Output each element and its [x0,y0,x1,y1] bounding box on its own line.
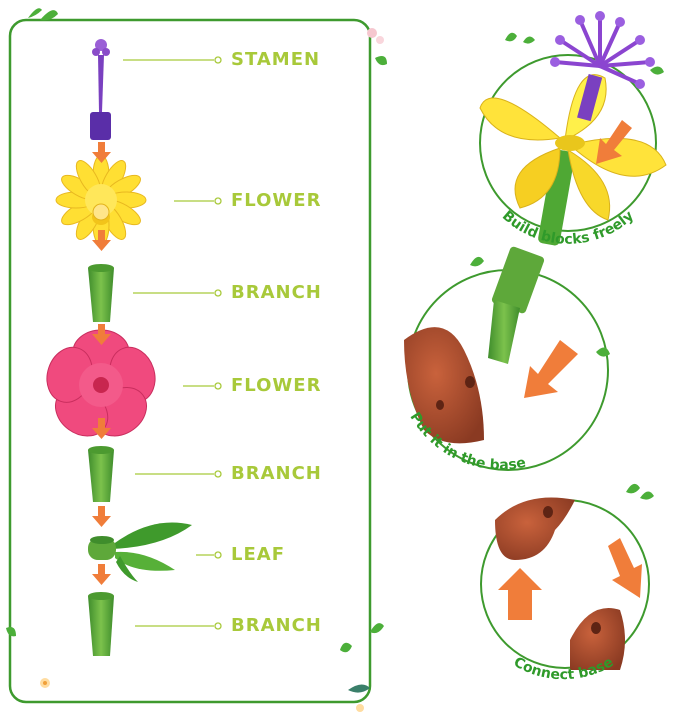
branch-piece-1 [88,268,114,322]
yellow-flower-piece [55,154,147,246]
label-branch-1: BRANCH [231,282,322,303]
branch-piece-2 [88,450,114,502]
label-branch-2: BRANCH [231,463,322,484]
stamen-piece [90,39,111,140]
label-stamen: STAMEN [231,49,321,70]
label-flower-2: FLOWER [231,375,322,396]
step-put-in-base: Put it in the base [404,246,610,474]
step-build-blocks: Build blocks freely [479,11,667,248]
leaf-piece [88,522,192,582]
step-connect-base: Connect base [480,483,654,683]
branch-piece-3 [88,596,114,656]
panel-frame [8,18,372,704]
label-flower-1: FLOWER [231,190,322,211]
label-branch-3: BRANCH [231,615,322,636]
label-leaf: LEAF [231,544,285,565]
decorative-blossom-icon [40,28,384,712]
decorative-leaves [6,8,387,693]
label-connectors [123,56,222,630]
assembly-arrows [92,142,111,585]
pink-flower-piece [46,329,156,437]
